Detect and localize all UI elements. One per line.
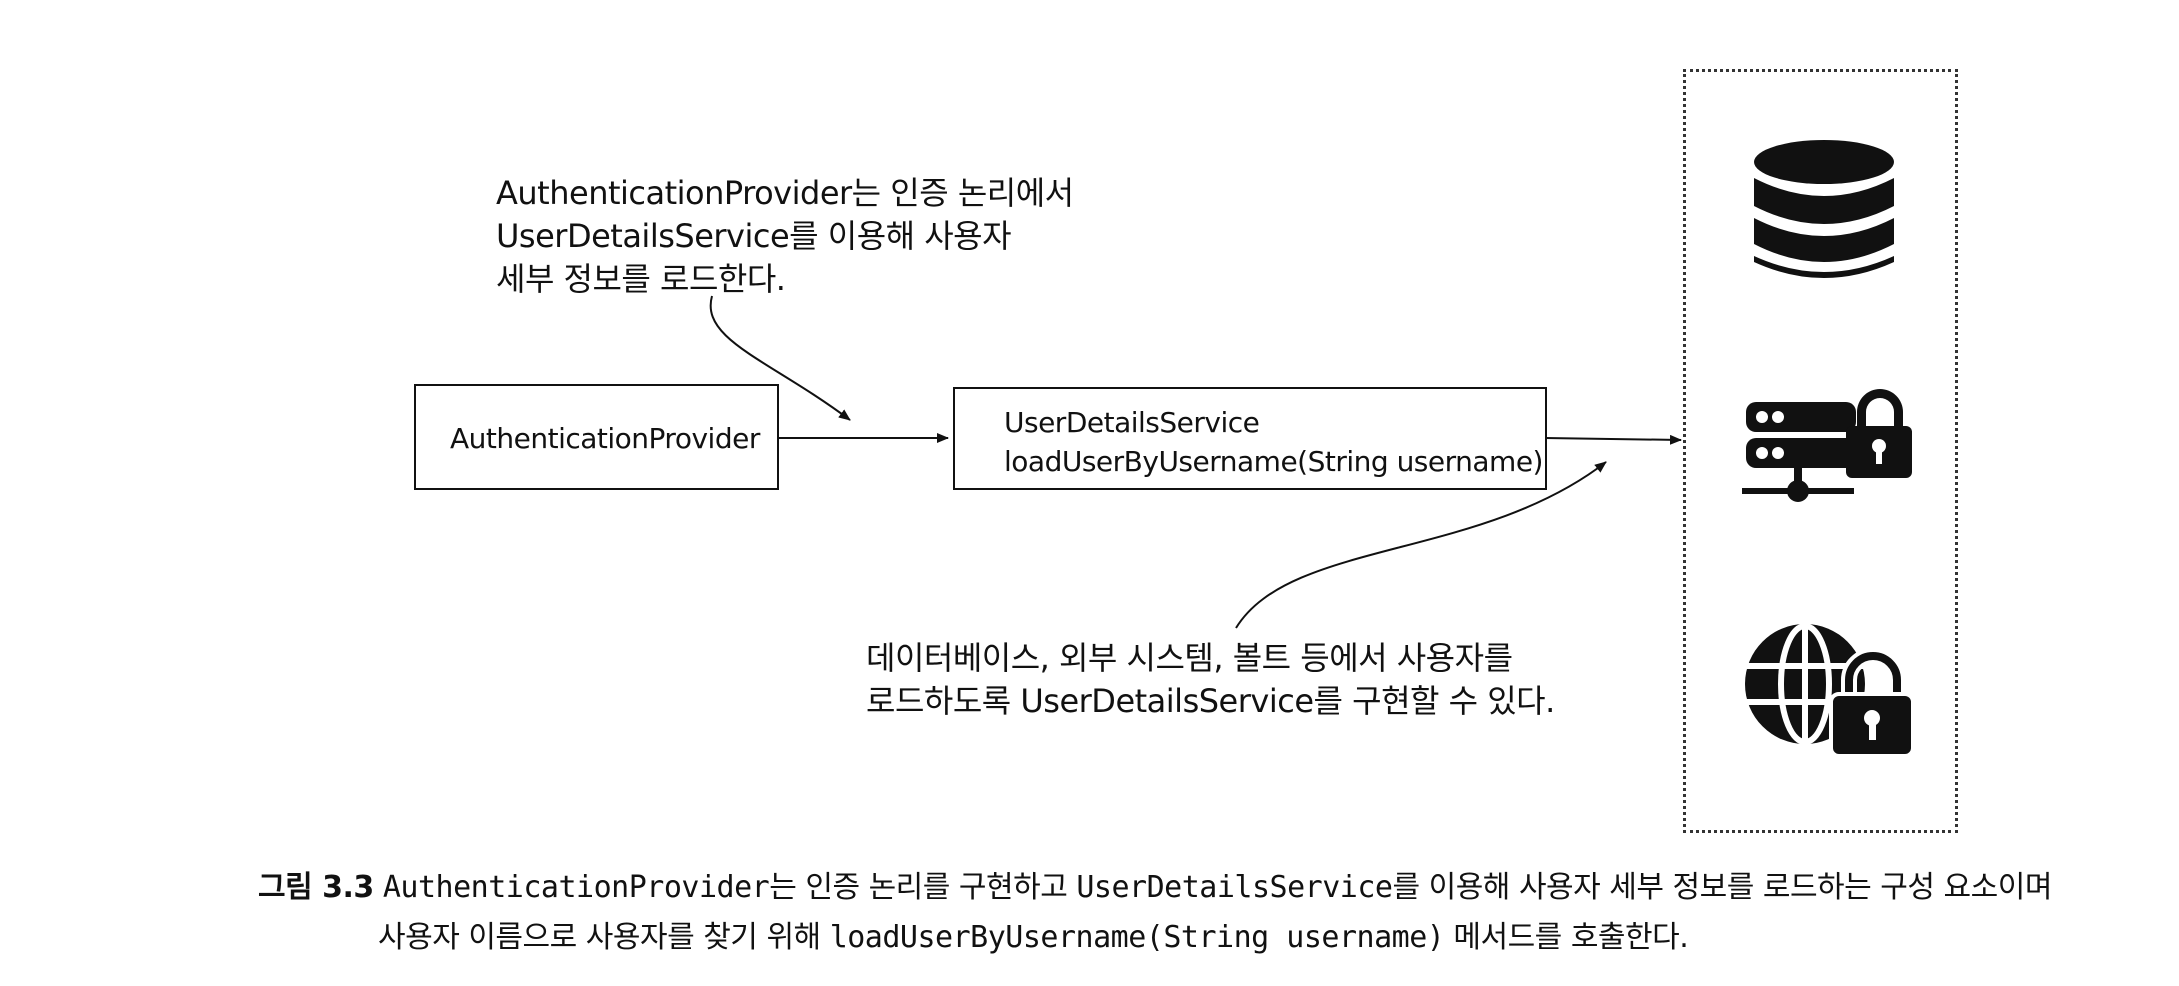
caption-text: 사용자 이름으로 사용자를 찾기 위해 — [378, 920, 830, 955]
caption-text: 는 인증 논리를 구현하고 — [769, 870, 1077, 905]
provider-note-line: AuthenticationProvider는 인증 논리에서 — [496, 174, 1074, 212]
service-note-line: 로드하도록 UserDetailsService를 구현할 수 있다. — [866, 682, 1555, 720]
figure-label: 그림 3.3 — [258, 870, 374, 905]
figure-caption-line2: 사용자 이름으로 사용자를 찾기 위해 loadUserByUsername(S… — [378, 912, 1689, 956]
secure-server-icon — [1742, 389, 1912, 502]
provider-note-pointer — [709, 295, 851, 421]
provider-note-line: UserDetailsService를 이용해 사용자 — [496, 217, 1012, 255]
user-details-service-box: UserDetailsService loadUserByUsername(St… — [953, 387, 1547, 490]
caption-code: AuthenticationProvider — [382, 870, 770, 905]
service-note-pointer — [1235, 461, 1607, 629]
figure-caption-line1: 그림 3.3 AuthenticationProvider는 인증 논리를 구현… — [258, 862, 2052, 906]
authentication-provider-label: AuthenticationProvider — [450, 422, 760, 455]
caption-code: UserDetailsService — [1076, 870, 1393, 905]
provider-note: AuthenticationProvider는 인증 논리에서 UserDeta… — [496, 172, 1074, 301]
service-note: 데이터베이스, 외부 시스템, 볼트 등에서 사용자를 로드하도록 UserDe… — [866, 637, 1555, 723]
provider-note-line: 세부 정보를 로드한다. — [496, 260, 786, 298]
service-to-storage-arrow — [1544, 434, 1682, 445]
caption-code: loadUserByUsername(String username) — [829, 920, 1445, 955]
database-icon — [1754, 140, 1894, 278]
storage-options-container — [1683, 69, 1958, 833]
authentication-provider-box: AuthenticationProvider — [414, 384, 779, 490]
service-note-line: 데이터베이스, 외부 시스템, 볼트 등에서 사용자를 — [866, 639, 1513, 677]
caption-text: 메서드를 호출한다. — [1444, 920, 1689, 955]
secure-network-icon — [1745, 623, 1913, 758]
caption-text: 를 이용해 사용자 세부 정보를 로드하는 구성 요소이며 — [1392, 870, 2052, 905]
load-user-method: loadUserByUsername(String username) — [1004, 445, 1543, 478]
user-details-service-name: UserDetailsService — [1004, 406, 1260, 439]
